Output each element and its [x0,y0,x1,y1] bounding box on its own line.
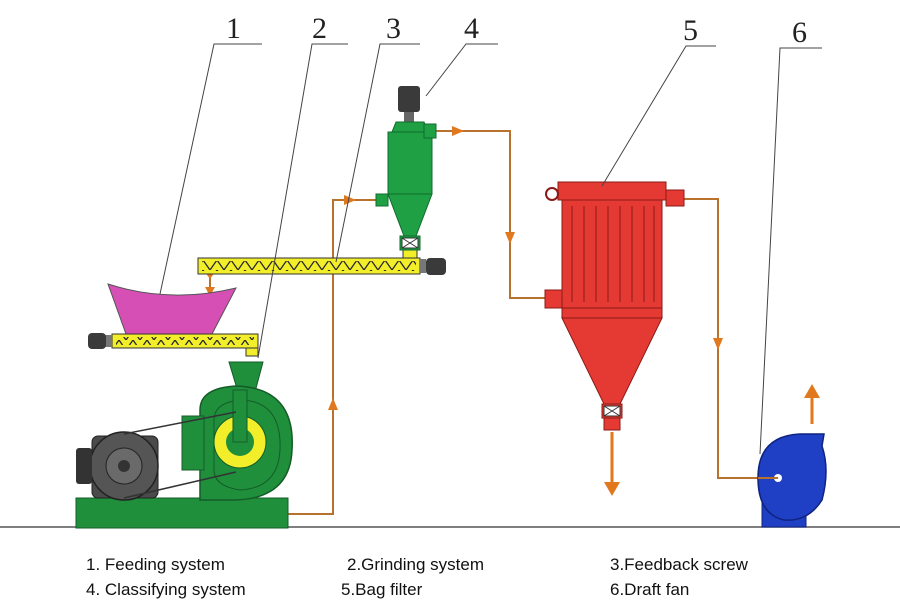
mill-base [75,497,289,529]
discharge-arrow [604,432,620,496]
callout-number-6: 6 [792,16,807,49]
feeding-screw [88,333,259,357]
legend-item-bag-filter: 5.Bag filter [341,580,423,599]
flow-arrows [205,126,723,410]
leader-4 [425,43,498,97]
callout-number-5: 5 [683,14,698,47]
legend-item-grinding-system: 2.Grinding system [347,555,484,574]
classifier-motor [398,86,420,112]
leader-3 [335,43,420,263]
callout-number-3: 3 [386,12,401,45]
arrow-down [205,287,215,296]
pipe-mill-to-classifier [288,199,376,515]
arrow-down [505,232,515,244]
callout-number-1: 1 [226,12,241,45]
mill-motor [76,411,237,501]
callout-number-2: 2 [312,12,327,45]
legend-item-draft-fan: 6.Draft fan [610,580,690,599]
legend-item-feedback-screw: 3.Feedback screw [610,555,748,574]
leader-2 [257,43,348,359]
callout-leaders [159,43,822,455]
feed-hopper [107,283,237,335]
exhaust-arrow [804,384,820,424]
leader-1 [159,43,262,295]
draft-fan [757,433,827,528]
feedback-screw [197,247,446,275]
leader-6 [759,47,822,455]
pipe-classifier-to-filter [435,130,545,299]
arrow-right [452,126,464,136]
leader-5 [601,45,716,187]
callout-number-4: 4 [464,12,479,45]
bag-filter [544,181,685,431]
arrow-right [344,195,356,205]
arrow-down [713,338,723,350]
classifier [375,86,437,251]
legend-item-feeding-system: 1. Feeding system [86,555,225,574]
arrow-up [328,398,338,410]
legend-item-classifying-system: 4. Classifying system [86,580,246,599]
